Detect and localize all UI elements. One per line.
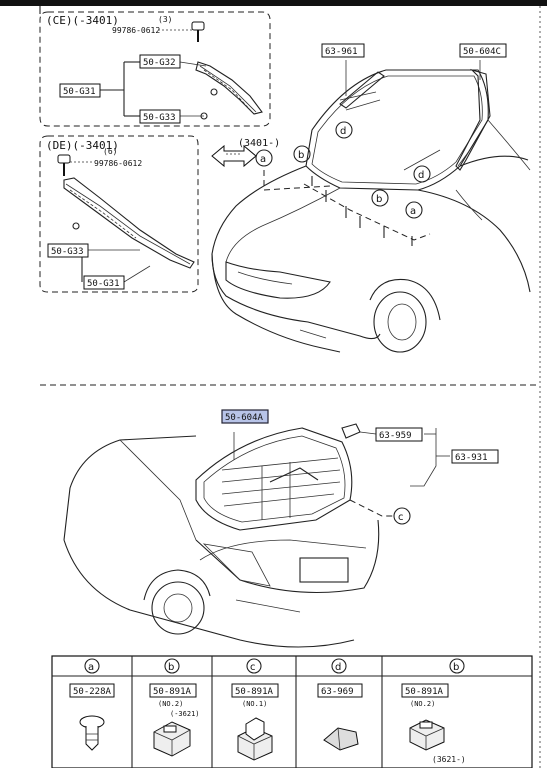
svg-text:b: b: [298, 150, 304, 161]
legend-note-b-1: (NO.2): [158, 700, 183, 708]
legend-header-b: b: [164, 658, 180, 674]
top-border: [0, 0, 547, 6]
callout-d-2: d: [413, 165, 431, 183]
double-arrow-icon: [211, 144, 257, 168]
svg-text:b: b: [376, 194, 382, 205]
svg-text:c: c: [398, 512, 404, 523]
label-50-g33-de-box: [47, 243, 89, 258]
legend-note-c-1: (NO.1): [242, 700, 267, 708]
inset-ce: (CE)(-3401) (3) 99786-0612 50-G32 50-G31…: [39, 11, 271, 127]
legend-note-b-2: (-3621): [170, 710, 200, 718]
serial-label: (3401-): [238, 138, 280, 149]
callout-a-2: a: [405, 201, 423, 219]
svg-text:c: c: [250, 662, 256, 673]
front-wheel: [373, 291, 427, 353]
callout-b-2: b: [371, 189, 389, 207]
label-63-961: 63-961: [325, 47, 358, 57]
molding-50-604c: [455, 68, 491, 171]
legend-footnote: (3621-): [432, 755, 466, 764]
label-50-604a: 50-604A: [225, 413, 264, 423]
legend-part-a: 50-228A: [73, 687, 112, 697]
label-50-g31-ce: 50-G31: [63, 87, 96, 97]
label-50-g31-ce-box: [59, 83, 101, 98]
leader: [359, 431, 377, 435]
spacer-block-icon: [323, 727, 359, 751]
callout-b-1: b: [293, 145, 311, 163]
callout-c-1: c: [393, 507, 411, 525]
molding-63-961: [339, 71, 385, 109]
label-50-g32: 50-G32: [143, 58, 176, 68]
label-50-g33-de: 50-G33: [51, 247, 84, 257]
inset-ce-screw-part: 99786-0612: [112, 26, 160, 35]
legend-note-b2-1: (NO.2): [410, 700, 435, 708]
leader: [410, 428, 437, 487]
front-car-illustration: [211, 60, 531, 353]
svg-text:b: b: [168, 662, 174, 673]
label-50-g31-de: 50-G31: [87, 279, 120, 289]
callout-d-1: d: [335, 121, 353, 139]
fastener-legend-table: a b c d b 50-228A 50-891A (NO.2) (-3621)…: [51, 655, 533, 768]
label-63-931: 63-931: [455, 453, 488, 463]
legend-header-d: d: [331, 658, 347, 674]
screw-icon: [191, 21, 205, 42]
inset-de-frame: [39, 135, 199, 293]
svg-text:a: a: [410, 206, 416, 217]
inset-ce-qty: (3): [158, 15, 172, 24]
push-clip-icon: [79, 715, 105, 751]
legend-part-d: 63-969: [321, 687, 354, 697]
leader: [123, 265, 151, 283]
legend-part-b-2: 50-891A: [405, 687, 444, 697]
label-63-959: 63-959: [379, 431, 412, 441]
rear-car-illustration: [63, 423, 450, 648]
legend-part-c: 50-891A: [235, 687, 274, 697]
rear-wheel: [151, 581, 205, 635]
inset-ce-title: (CE)(-3401): [46, 14, 119, 27]
legend-header-a: a: [84, 658, 100, 674]
label-50-g31-de-box: [83, 275, 125, 290]
label-50-g33-ce-box: [139, 109, 181, 124]
svg-text:b: b: [453, 662, 459, 673]
label-50-604a-box: [221, 409, 269, 424]
legend-part-b: 50-891A: [153, 687, 192, 697]
retainer-clip-no2-b-icon: [409, 719, 445, 751]
inset-de: (DE)(-3401) (6) 99786-0612 50-G33 50-G31: [39, 135, 199, 293]
svg-text:a: a: [88, 662, 94, 673]
label-50-g33-ce: 50-G33: [143, 113, 176, 123]
inset-de-title: (DE)(-3401): [46, 139, 119, 152]
rear-window-glass: [195, 427, 353, 531]
windshield-glass: [305, 69, 489, 191]
svg-text:d: d: [340, 126, 346, 137]
headlight: [225, 261, 331, 299]
svg-text:d: d: [335, 662, 341, 673]
license-plate: [299, 557, 349, 583]
cowl-seal-strip: [63, 177, 195, 269]
label-63-961-box: [321, 43, 365, 58]
label-63-959-box: [375, 427, 423, 442]
label-50-604c-box: [459, 43, 507, 58]
cowl-seal-strip: [195, 61, 263, 120]
legend-header-b-2: b: [449, 658, 465, 674]
label-50-g32-box: [139, 54, 181, 69]
part-63-959-icon: [341, 423, 361, 439]
legend-header-c: c: [246, 658, 262, 674]
svg-text:a: a: [260, 154, 266, 165]
svg-text:d: d: [418, 170, 424, 181]
label-50-604c: 50-604C: [463, 47, 501, 57]
retainer-clip-no2-icon: [153, 721, 191, 757]
screw-icon: [57, 154, 71, 176]
label-63-931-box: [451, 449, 499, 464]
callout-a-1: a: [255, 149, 273, 167]
inset-de-screw-part: 99786-0612: [94, 159, 142, 168]
leader: [179, 61, 207, 67]
inset-ce-frame: [39, 11, 271, 127]
inset-de-qty: (6): [103, 147, 117, 156]
retainer-clip-no1-icon: [237, 717, 273, 761]
